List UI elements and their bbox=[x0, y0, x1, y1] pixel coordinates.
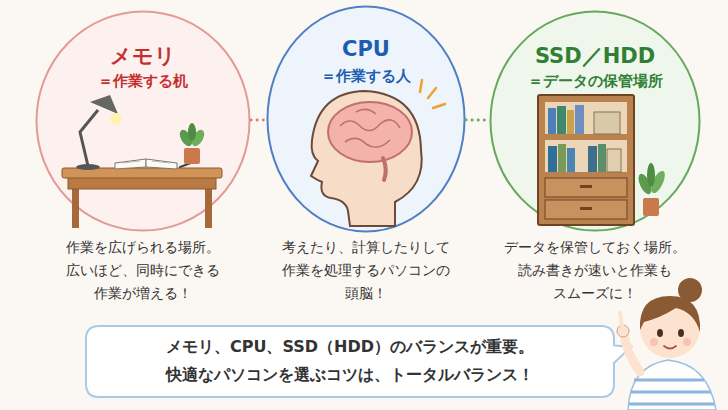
brain bbox=[328, 102, 412, 162]
desk-leg bbox=[205, 188, 212, 228]
box-file bbox=[594, 112, 620, 134]
brain-stem bbox=[383, 158, 386, 180]
brain-fold bbox=[356, 109, 376, 114]
book bbox=[558, 144, 566, 172]
lamp-arm bbox=[80, 110, 98, 166]
spark-line bbox=[433, 104, 445, 108]
plant-leaf bbox=[647, 163, 655, 187]
shelf-frame bbox=[538, 95, 634, 225]
speech-bubble: メモリ、CPU、SSD（HDD）のバランスが重要。 快適なパソコンを選ぶコツは、… bbox=[85, 325, 615, 398]
bookshelf-illustration bbox=[538, 95, 668, 225]
book bbox=[557, 106, 566, 134]
component-subtitle: ＝データの保管場所 bbox=[489, 72, 701, 91]
shelf-space bbox=[545, 140, 627, 172]
book bbox=[548, 146, 557, 172]
shirt bbox=[628, 360, 716, 410]
eye bbox=[678, 329, 684, 337]
component-subtitle: ＝作業する人 bbox=[266, 67, 466, 86]
lamp-light bbox=[110, 113, 122, 125]
component-circle: CPU＝作業する人考えたり、計算したりして 作業を処理するパソコンの 頭脳！ bbox=[266, 5, 466, 233]
component-title: SSD／HDD bbox=[489, 42, 701, 70]
shirt-stripe bbox=[629, 403, 714, 406]
drawer-handle bbox=[580, 207, 592, 210]
book bbox=[548, 108, 556, 134]
book bbox=[567, 148, 575, 172]
shirt-stripe bbox=[631, 391, 711, 394]
brain-fold bbox=[345, 138, 390, 147]
plant-leaf bbox=[177, 128, 195, 149]
finger bbox=[620, 313, 622, 326]
plant-pot bbox=[184, 148, 200, 164]
head-silhouette bbox=[311, 91, 422, 226]
desk-leg bbox=[72, 188, 79, 228]
drawer bbox=[545, 178, 627, 197]
plant-leaf bbox=[189, 128, 207, 149]
eye bbox=[657, 329, 663, 337]
shelf-space bbox=[545, 102, 627, 134]
speech-text: メモリ、CPU、SSD（HDD）のバランスが重要。 快適なパソコンを選ぶコツは、… bbox=[105, 333, 595, 389]
bubble-outline bbox=[86, 326, 631, 397]
component-title: CPU bbox=[266, 37, 466, 61]
component-circle: メモリ＝作業する机作業を広げられる場所。 広いほど、同時にできる 作業が増える！ bbox=[35, 10, 251, 232]
lamp-shade bbox=[90, 95, 118, 114]
component-description: 作業を広げられる場所。 広いほど、同時にできる 作業が増える！ bbox=[45, 236, 241, 305]
brain-fold bbox=[340, 120, 400, 131]
book-line bbox=[152, 161, 170, 163]
pen bbox=[180, 160, 199, 167]
dotted-connector bbox=[251, 118, 266, 121]
face bbox=[640, 298, 700, 358]
spark-line bbox=[428, 88, 436, 98]
drawer bbox=[545, 200, 627, 219]
lamp-base bbox=[76, 164, 100, 170]
mouth bbox=[664, 346, 676, 349]
book-line bbox=[122, 161, 140, 163]
hair-bun bbox=[678, 278, 702, 302]
dotted-connector bbox=[466, 118, 489, 121]
box-file bbox=[607, 149, 621, 172]
node-outline bbox=[85, 325, 615, 398]
component-title: メモリ bbox=[35, 42, 251, 70]
book-page bbox=[146, 159, 177, 169]
book bbox=[575, 105, 584, 134]
head-illustration bbox=[311, 80, 445, 226]
component-subtitle: ＝作業する机 bbox=[35, 72, 251, 91]
hand bbox=[617, 325, 629, 337]
book bbox=[588, 146, 597, 172]
cheek bbox=[650, 338, 658, 346]
node-outline bbox=[489, 10, 701, 232]
desk-top bbox=[62, 168, 222, 178]
component-circle: SSD／HDD＝データの保管場所データを保管しておく場所。 読み書きが速いと作業… bbox=[489, 10, 701, 232]
book bbox=[567, 110, 574, 134]
plant-leaf bbox=[188, 123, 196, 141]
hair bbox=[640, 296, 700, 332]
girl-illustration bbox=[617, 278, 716, 410]
book-page bbox=[115, 159, 146, 169]
drawer-handle bbox=[580, 185, 592, 188]
arm bbox=[624, 334, 640, 372]
plant-leaf bbox=[648, 169, 667, 195]
component-description: 考えたり、計算したりして 作業を処理するパソコンの 頭脳！ bbox=[268, 236, 464, 305]
book bbox=[598, 144, 606, 172]
spark-line bbox=[420, 80, 422, 92]
component-description: データを保管しておく場所。 読み書きが速いと作業も スムーズに！ bbox=[497, 236, 693, 305]
plant-pot bbox=[643, 198, 659, 216]
desk-illustration bbox=[62, 95, 222, 228]
desk-apron bbox=[68, 177, 216, 189]
plant-leaf bbox=[636, 172, 654, 196]
node-outline bbox=[35, 10, 251, 232]
cheek bbox=[683, 338, 691, 346]
shirt-stripe bbox=[634, 379, 704, 382]
